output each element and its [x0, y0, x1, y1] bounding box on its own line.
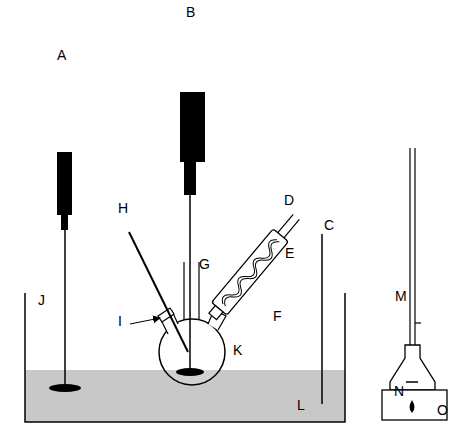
distillation-flask	[390, 148, 435, 390]
callout-letter: K	[233, 342, 242, 358]
callout-letter: J	[38, 292, 45, 308]
callout-letter: E	[285, 245, 294, 261]
hot-plate	[382, 390, 447, 420]
callout-letter: F	[273, 308, 282, 324]
bath-stirrer	[49, 152, 81, 392]
bath-vessel	[25, 293, 345, 422]
callout-letter: M	[395, 288, 407, 304]
callout-letter: G	[199, 256, 210, 272]
callout-letter: A	[57, 47, 66, 63]
round-flask	[158, 262, 226, 385]
callout-letter: B	[186, 4, 195, 20]
callout-letter: H	[118, 200, 128, 216]
thermometer	[129, 232, 188, 352]
callout-letter: L	[297, 397, 305, 413]
callout-letter: N	[394, 383, 404, 399]
bath-thermometer	[321, 234, 323, 404]
flask-stirrer	[176, 92, 205, 376]
callout-letter: C	[324, 217, 334, 233]
callout-letter: I	[118, 313, 122, 329]
callout-letter: O	[437, 402, 448, 418]
callout-letter: D	[284, 192, 294, 208]
pointer-arrow	[130, 318, 160, 324]
reflux-condenser	[205, 210, 304, 322]
